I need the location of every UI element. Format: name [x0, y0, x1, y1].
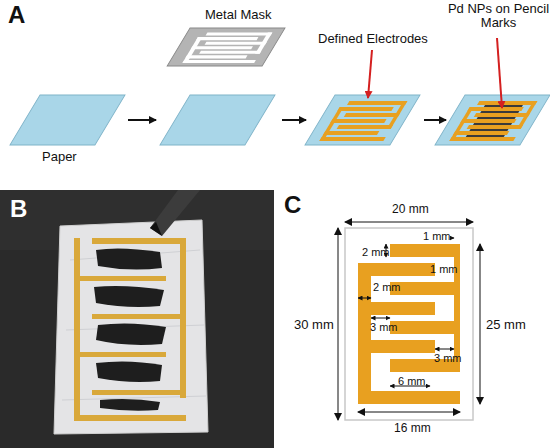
callout-arrow: [497, 38, 502, 108]
paper-with-electrodes: [305, 95, 420, 145]
dimension-label: 1 mm: [423, 230, 451, 242]
dimension-label: 6 mm: [398, 375, 426, 387]
panel-letter: A: [8, 2, 25, 28]
dimension-lines: [338, 222, 480, 420]
process-arrow: [128, 119, 156, 121]
callout-arrow: [368, 50, 372, 98]
part-label: Pd NPs on Pencil Marks: [447, 2, 550, 31]
dimension-label: 3 mm: [434, 352, 462, 364]
paper-sheet: [10, 95, 125, 145]
metal-mask: [167, 28, 285, 66]
paper-with-pd-pencil: [435, 95, 550, 145]
process-arrow: [424, 119, 446, 121]
dimension-label: 2 mm: [362, 246, 390, 258]
dimension-label: 25 mm: [486, 318, 526, 332]
part-label: Metal Mask: [205, 8, 271, 22]
part-label: Defined Electrodes: [318, 32, 428, 46]
electrode-schematic: [345, 228, 473, 420]
dimension-label: 1 mm: [430, 263, 458, 275]
dimension-label: 20 mm: [392, 203, 429, 216]
panel-letter: B: [10, 196, 27, 222]
paper-sheet: [160, 95, 275, 145]
dimension-label: 3 mm: [370, 321, 398, 333]
dimension-label: 16 mm: [394, 422, 431, 435]
panel-letter: C: [284, 192, 301, 218]
device-photo: [0, 190, 274, 448]
process-arrow: [282, 119, 306, 121]
dimension-label: 2 mm: [373, 281, 401, 293]
part-label: Paper: [42, 150, 77, 164]
dimension-label: 30 mm: [294, 318, 334, 332]
